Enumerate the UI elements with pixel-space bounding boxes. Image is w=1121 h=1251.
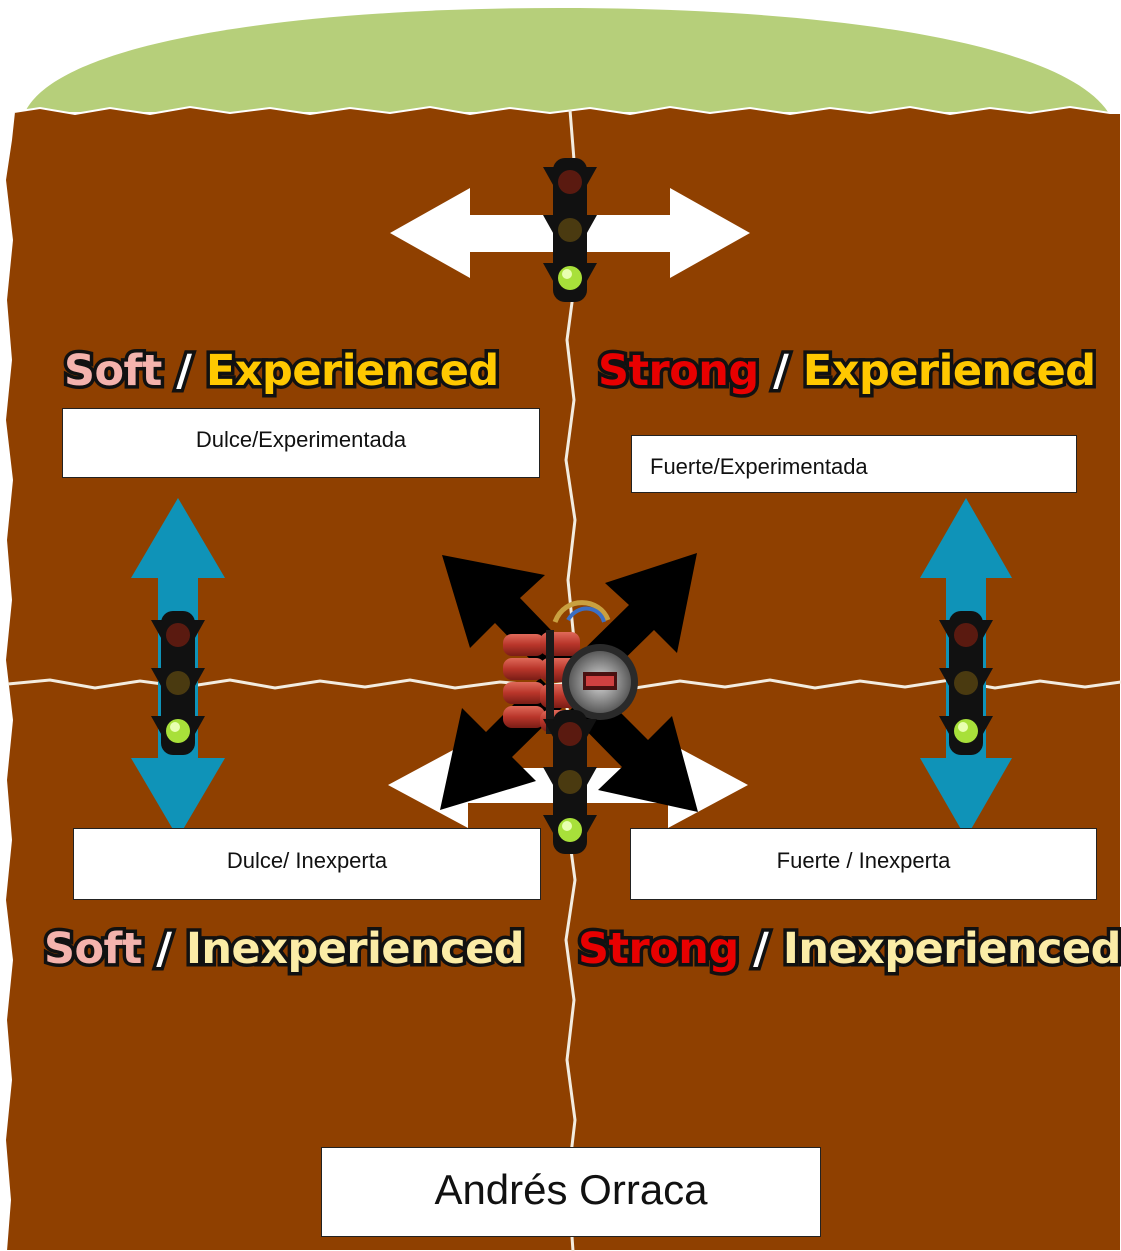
inexperienced-label: Inexperienced (779, 924, 1121, 974)
lamp-glint (562, 269, 572, 279)
soft-label: Soft (41, 924, 146, 974)
lamp (558, 170, 582, 194)
caption-text: Fuerte / Inexperta (776, 848, 951, 873)
traffic-light-icon (543, 158, 597, 302)
experienced-label: Experienced (799, 346, 1099, 396)
grass-dome (25, 8, 1108, 112)
caption-box-top-right: Fuerte/Experimentada (631, 435, 1077, 493)
slash-label: / (738, 924, 783, 974)
strong-label: Strong (595, 346, 763, 396)
soft-label: Soft (61, 346, 166, 396)
quadrant-label-bottom-right: Strong / Inexperienced (575, 924, 1121, 974)
caption-box-top-left: Dulce/Experimentada (62, 408, 540, 478)
lamp (166, 623, 190, 647)
caption-text: Fuerte/Experimentada (650, 454, 868, 479)
quadrant-label-top-right: Strong / Experienced (595, 346, 1100, 396)
lamp-glint (958, 722, 968, 732)
quadrant-label-bottom-left: Soft / Inexperienced (41, 924, 529, 974)
lamp-glint (170, 722, 180, 732)
slash-label: / (141, 924, 186, 974)
caption-text: Dulce/ Inexperta (226, 848, 388, 873)
slash-label: / (161, 346, 206, 396)
traffic-light-icon (151, 611, 205, 755)
author-box: Andrés Orraca (321, 1147, 821, 1237)
traffic-light-icon (543, 710, 597, 854)
lamp (558, 218, 582, 242)
slash-label: / (758, 346, 803, 396)
lamp (954, 623, 978, 647)
caption-box-bottom-right: Fuerte / Inexperta (630, 828, 1097, 900)
inexperienced-label: Inexperienced (182, 924, 528, 974)
traffic-light-icon (939, 611, 993, 755)
caption-box-bottom-left: Dulce/ Inexperta (73, 828, 541, 900)
author-name: Andrés Orraca (434, 1166, 708, 1213)
strong-label: Strong (575, 924, 743, 974)
lamp (558, 770, 582, 794)
caption-text: Dulce/Experimentada (195, 427, 407, 452)
experienced-label: Experienced (202, 346, 502, 396)
quadrant-label-top-left: Soft / Experienced (61, 346, 503, 396)
lamp (954, 671, 978, 695)
lamp-glint (562, 821, 572, 831)
lamp (558, 722, 582, 746)
lamp (166, 671, 190, 695)
